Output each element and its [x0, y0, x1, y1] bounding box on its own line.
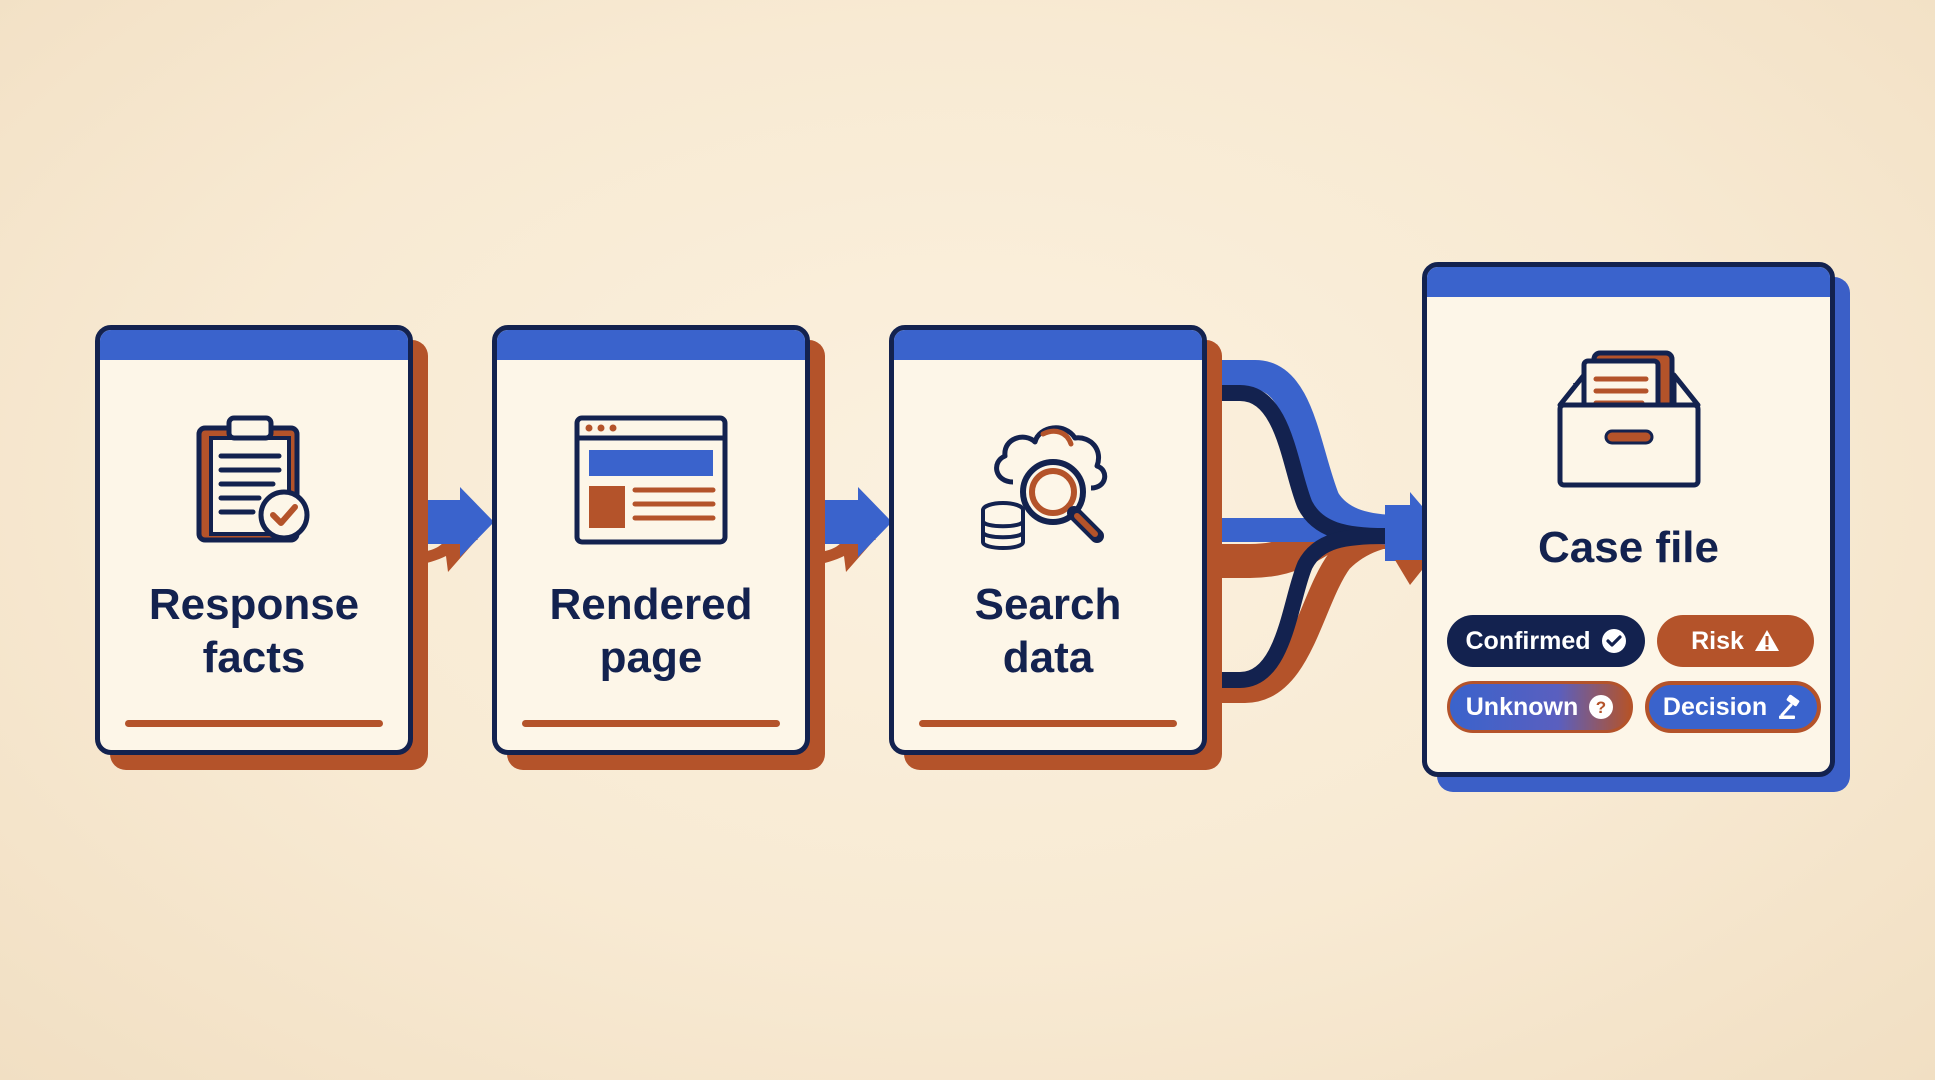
clipboard-check-icon: [196, 415, 310, 543]
step-label: Response facts: [100, 578, 408, 684]
case-file-title: Case file: [1538, 523, 1719, 572]
file-box-icon: [1557, 350, 1700, 488]
tag-label: Confirmed: [1465, 626, 1591, 655]
tag-unknown: Unknown ?: [1447, 681, 1633, 733]
card-underline: [919, 720, 1177, 727]
card-header-bar: [497, 330, 805, 360]
question-circle-icon: ?: [1589, 695, 1614, 719]
step-card-search-data: Search data: [889, 325, 1222, 770]
arrow-step2-to-step3: [810, 487, 892, 572]
gavel-icon: [1779, 694, 1800, 719]
card-header-bar: [100, 330, 408, 360]
step-label-line2: data: [1002, 633, 1094, 682]
tag-label: Unknown: [1465, 692, 1579, 721]
tag-decision: Decision: [1645, 681, 1821, 733]
arrow-step1-to-step2: [412, 487, 494, 572]
tag-confirmed: Confirmed: [1447, 615, 1645, 667]
tag-risk: Risk: [1657, 615, 1814, 667]
browser-window-icon: [574, 415, 728, 545]
step-card-response-facts: Response facts: [95, 325, 428, 770]
merge-arrowhead: [1385, 492, 1445, 574]
step-label-line1: Response: [148, 580, 360, 629]
tag-label: Decision: [1662, 692, 1768, 721]
warning-triangle-icon: [1754, 630, 1779, 651]
tag-label: Risk: [1691, 626, 1744, 655]
case-file-card: Case file Confirmed Risk Unknown: [1422, 262, 1850, 792]
card-header-bar: [894, 330, 1202, 360]
svg-text:?: ?: [1596, 698, 1606, 717]
step-label-line2: facts: [202, 633, 306, 682]
cloud-database-search-icon: [981, 425, 1108, 550]
step-card-rendered-page: Rendered page: [492, 325, 825, 770]
card-underline: [522, 720, 780, 727]
step-label: Search data: [894, 578, 1202, 684]
step-label-line2: page: [599, 633, 703, 682]
step-label-line1: Rendered: [549, 580, 753, 629]
step-label-line1: Search: [974, 580, 1122, 629]
check-circle-icon: [1601, 629, 1626, 653]
step-label: Rendered page: [497, 578, 805, 684]
card-underline: [125, 720, 383, 727]
card-header-bar: [1427, 267, 1830, 297]
